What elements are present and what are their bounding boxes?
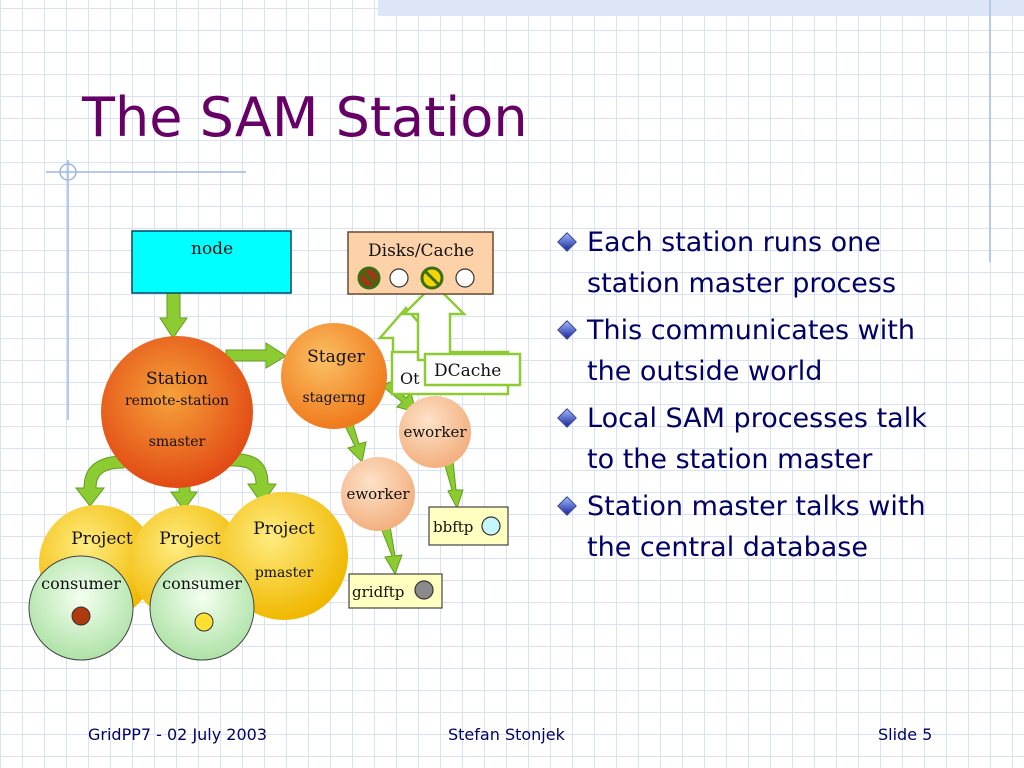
arrows: [74, 283, 464, 576]
gridftp-label: gridftp: [352, 583, 404, 601]
footer-date: GridPP7 - 02 July 2003: [88, 725, 268, 744]
node-box: node: [131, 230, 292, 294]
arrow-eworker-gridftp: [380, 525, 403, 576]
node-label: node: [191, 239, 233, 259]
bullet-item: This communicates with the outside world: [556, 310, 956, 392]
consumer-right-label: consumer: [162, 574, 242, 593]
stagerng-label: stagerng: [302, 390, 365, 406]
eworker-bottom-label: eworker: [346, 485, 410, 503]
disk-empty-1: [389, 268, 409, 288]
consumer-left-indicator: [71, 606, 91, 626]
bullet-text: Local SAM processes talk to the station …: [587, 403, 927, 475]
bullet-item: Local SAM processes talk to the station …: [556, 398, 956, 480]
consumer-left: consumer: [28, 555, 134, 661]
project-left-label: Project: [71, 529, 133, 549]
dcache-group: Ot DCache: [377, 282, 522, 396]
diamond-bullet-icon: [557, 320, 577, 340]
bullet-text: Each station runs one station master pro…: [587, 227, 897, 299]
disks-cache-label: Disks/Cache: [368, 241, 474, 261]
disks-cache-box: Disks/Cache: [347, 231, 494, 295]
bbftp-indicator: [481, 516, 501, 536]
disk-empty-2: [455, 268, 475, 288]
footer-slide-number: Slide 5: [878, 725, 933, 744]
slide-title: The SAM Station: [82, 86, 528, 149]
arrow-eworker-bbftp: [443, 460, 464, 510]
bbftp-label: bbftp: [433, 518, 473, 536]
remote-station-label: remote-station: [125, 393, 229, 409]
eworker-top-label: eworker: [403, 423, 467, 441]
other-label: Ot: [400, 369, 420, 388]
project-center-label: Project: [159, 529, 221, 549]
diamond-bullet-icon: [557, 408, 577, 428]
dcache-label: DCache: [434, 361, 501, 381]
diamond-bullet-icon: [557, 232, 577, 252]
diamond-bullet-icon: [557, 496, 577, 516]
bullet-item: Station master talks with the central da…: [556, 486, 956, 568]
project-right: Project pmaster: [220, 492, 348, 620]
smaster-label: smaster: [149, 434, 206, 450]
consumer-left-label: consumer: [41, 574, 121, 593]
bullet-list: Each station runs one station master pro…: [556, 222, 956, 574]
gridftp-indicator: [414, 580, 434, 600]
station-label: Station: [146, 369, 208, 389]
pmaster-label: pmaster: [255, 565, 314, 581]
dcache-box: [423, 352, 522, 387]
slide-decoration: [46, 0, 1024, 420]
gridftp-box: gridftp: [348, 573, 443, 609]
bullet-text: Station master talks with the central da…: [587, 491, 926, 563]
dcache-outline-arrow: [400, 282, 468, 362]
bullet-text: This communicates with the outside world: [587, 315, 915, 387]
stager-circle: Stager stagerng: [281, 323, 387, 429]
eworker-bottom: eworker: [341, 457, 415, 531]
arrow-station-project-left: [74, 455, 125, 507]
project-right-label: Project: [253, 519, 315, 539]
eworker-top: eworker: [399, 396, 471, 468]
bullet-item: Each station runs one station master pro…: [556, 222, 956, 304]
station-circle: Station remote-station smaster: [101, 336, 253, 488]
stager-label: Stager: [307, 347, 366, 367]
consumer-right: consumer: [149, 555, 255, 661]
consumer-right-indicator: [194, 612, 214, 632]
footer-author: Stefan Stonjek: [448, 725, 565, 744]
bbftp-box: bbftp: [428, 506, 509, 546]
